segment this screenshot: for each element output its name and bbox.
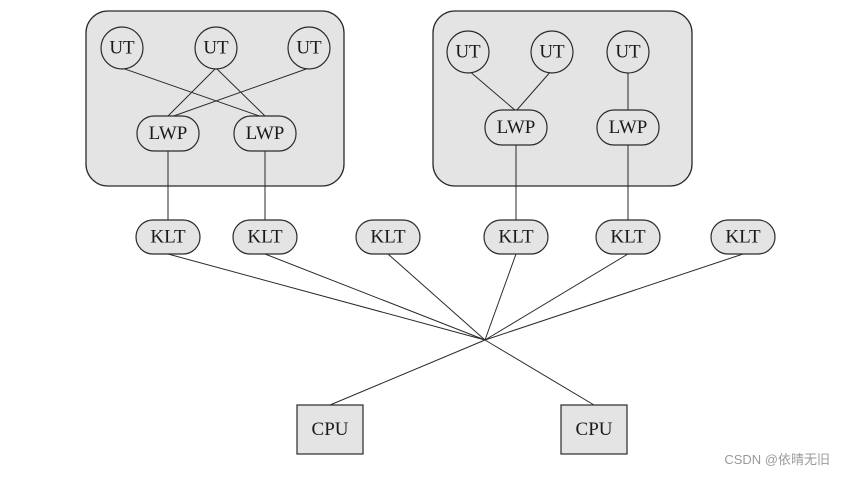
edge-klt2-hub: [264, 253, 486, 341]
lwp-label-3: LWP: [497, 117, 536, 138]
edge-ut3-lwp1: [167, 67, 310, 119]
cpu-label-1: CPU: [312, 419, 349, 440]
klt-node-1: KLT: [135, 219, 201, 255]
ut-node-5: UT: [530, 30, 574, 74]
lwp-node-3: LWP: [484, 109, 548, 146]
cpu-node-2: CPU: [560, 404, 628, 455]
lwp-node-2: LWP: [233, 115, 297, 152]
ut-label-2: UT: [203, 38, 229, 59]
lwp-node-4: LWP: [596, 109, 660, 146]
edge-hub-cpu2: [484, 339, 595, 406]
edge-ut1-lwp2: [121, 67, 266, 119]
edge-hub-cpu1: [329, 339, 486, 406]
edge-klt3-hub: [387, 253, 486, 341]
klt-node-3: KLT: [355, 219, 421, 255]
klt-node-2: KLT: [232, 219, 298, 255]
klt-label-3: KLT: [370, 227, 406, 248]
edge-ut5-lwp3: [515, 69, 553, 112]
ut-label-6: UT: [615, 42, 641, 63]
ut-node-4: UT: [446, 30, 490, 74]
ut-node-1: UT: [100, 26, 144, 70]
klt-label-6: KLT: [725, 227, 761, 248]
klt-label-4: KLT: [498, 227, 534, 248]
cpu-node-1: CPU: [296, 404, 364, 455]
ut-node-6: UT: [606, 30, 650, 74]
edge-ut2-lwp1: [167, 67, 217, 117]
edge-klt5-hub: [484, 253, 629, 341]
ut-label-1: UT: [109, 38, 135, 59]
ut-label-3: UT: [296, 38, 322, 59]
klt-label-5: KLT: [610, 227, 646, 248]
edge-klt1-hub: [167, 253, 486, 341]
klt-node-5: KLT: [595, 219, 661, 255]
watermark-text: CSDN @依晴无旧: [724, 452, 830, 467]
ut-label-5: UT: [539, 42, 565, 63]
lwp-label-4: LWP: [609, 117, 648, 138]
ut-label-4: UT: [455, 42, 481, 63]
klt-node-4: KLT: [483, 219, 549, 255]
lwp-label-2: LWP: [246, 123, 285, 144]
klt-label-1: KLT: [150, 227, 186, 248]
klt-node-6: KLT: [710, 219, 776, 255]
ut-node-2: UT: [194, 26, 238, 70]
klt-label-2: KLT: [247, 227, 283, 248]
edge-ut4-lwp3: [467, 69, 517, 112]
edge-klt6-hub: [484, 253, 744, 341]
ut-node-3: UT: [287, 26, 331, 70]
cpu-label-2: CPU: [576, 419, 613, 440]
edge-klt4-hub: [484, 253, 517, 341]
lwp-label-1: LWP: [149, 123, 188, 144]
lwp-node-1: LWP: [136, 115, 200, 152]
